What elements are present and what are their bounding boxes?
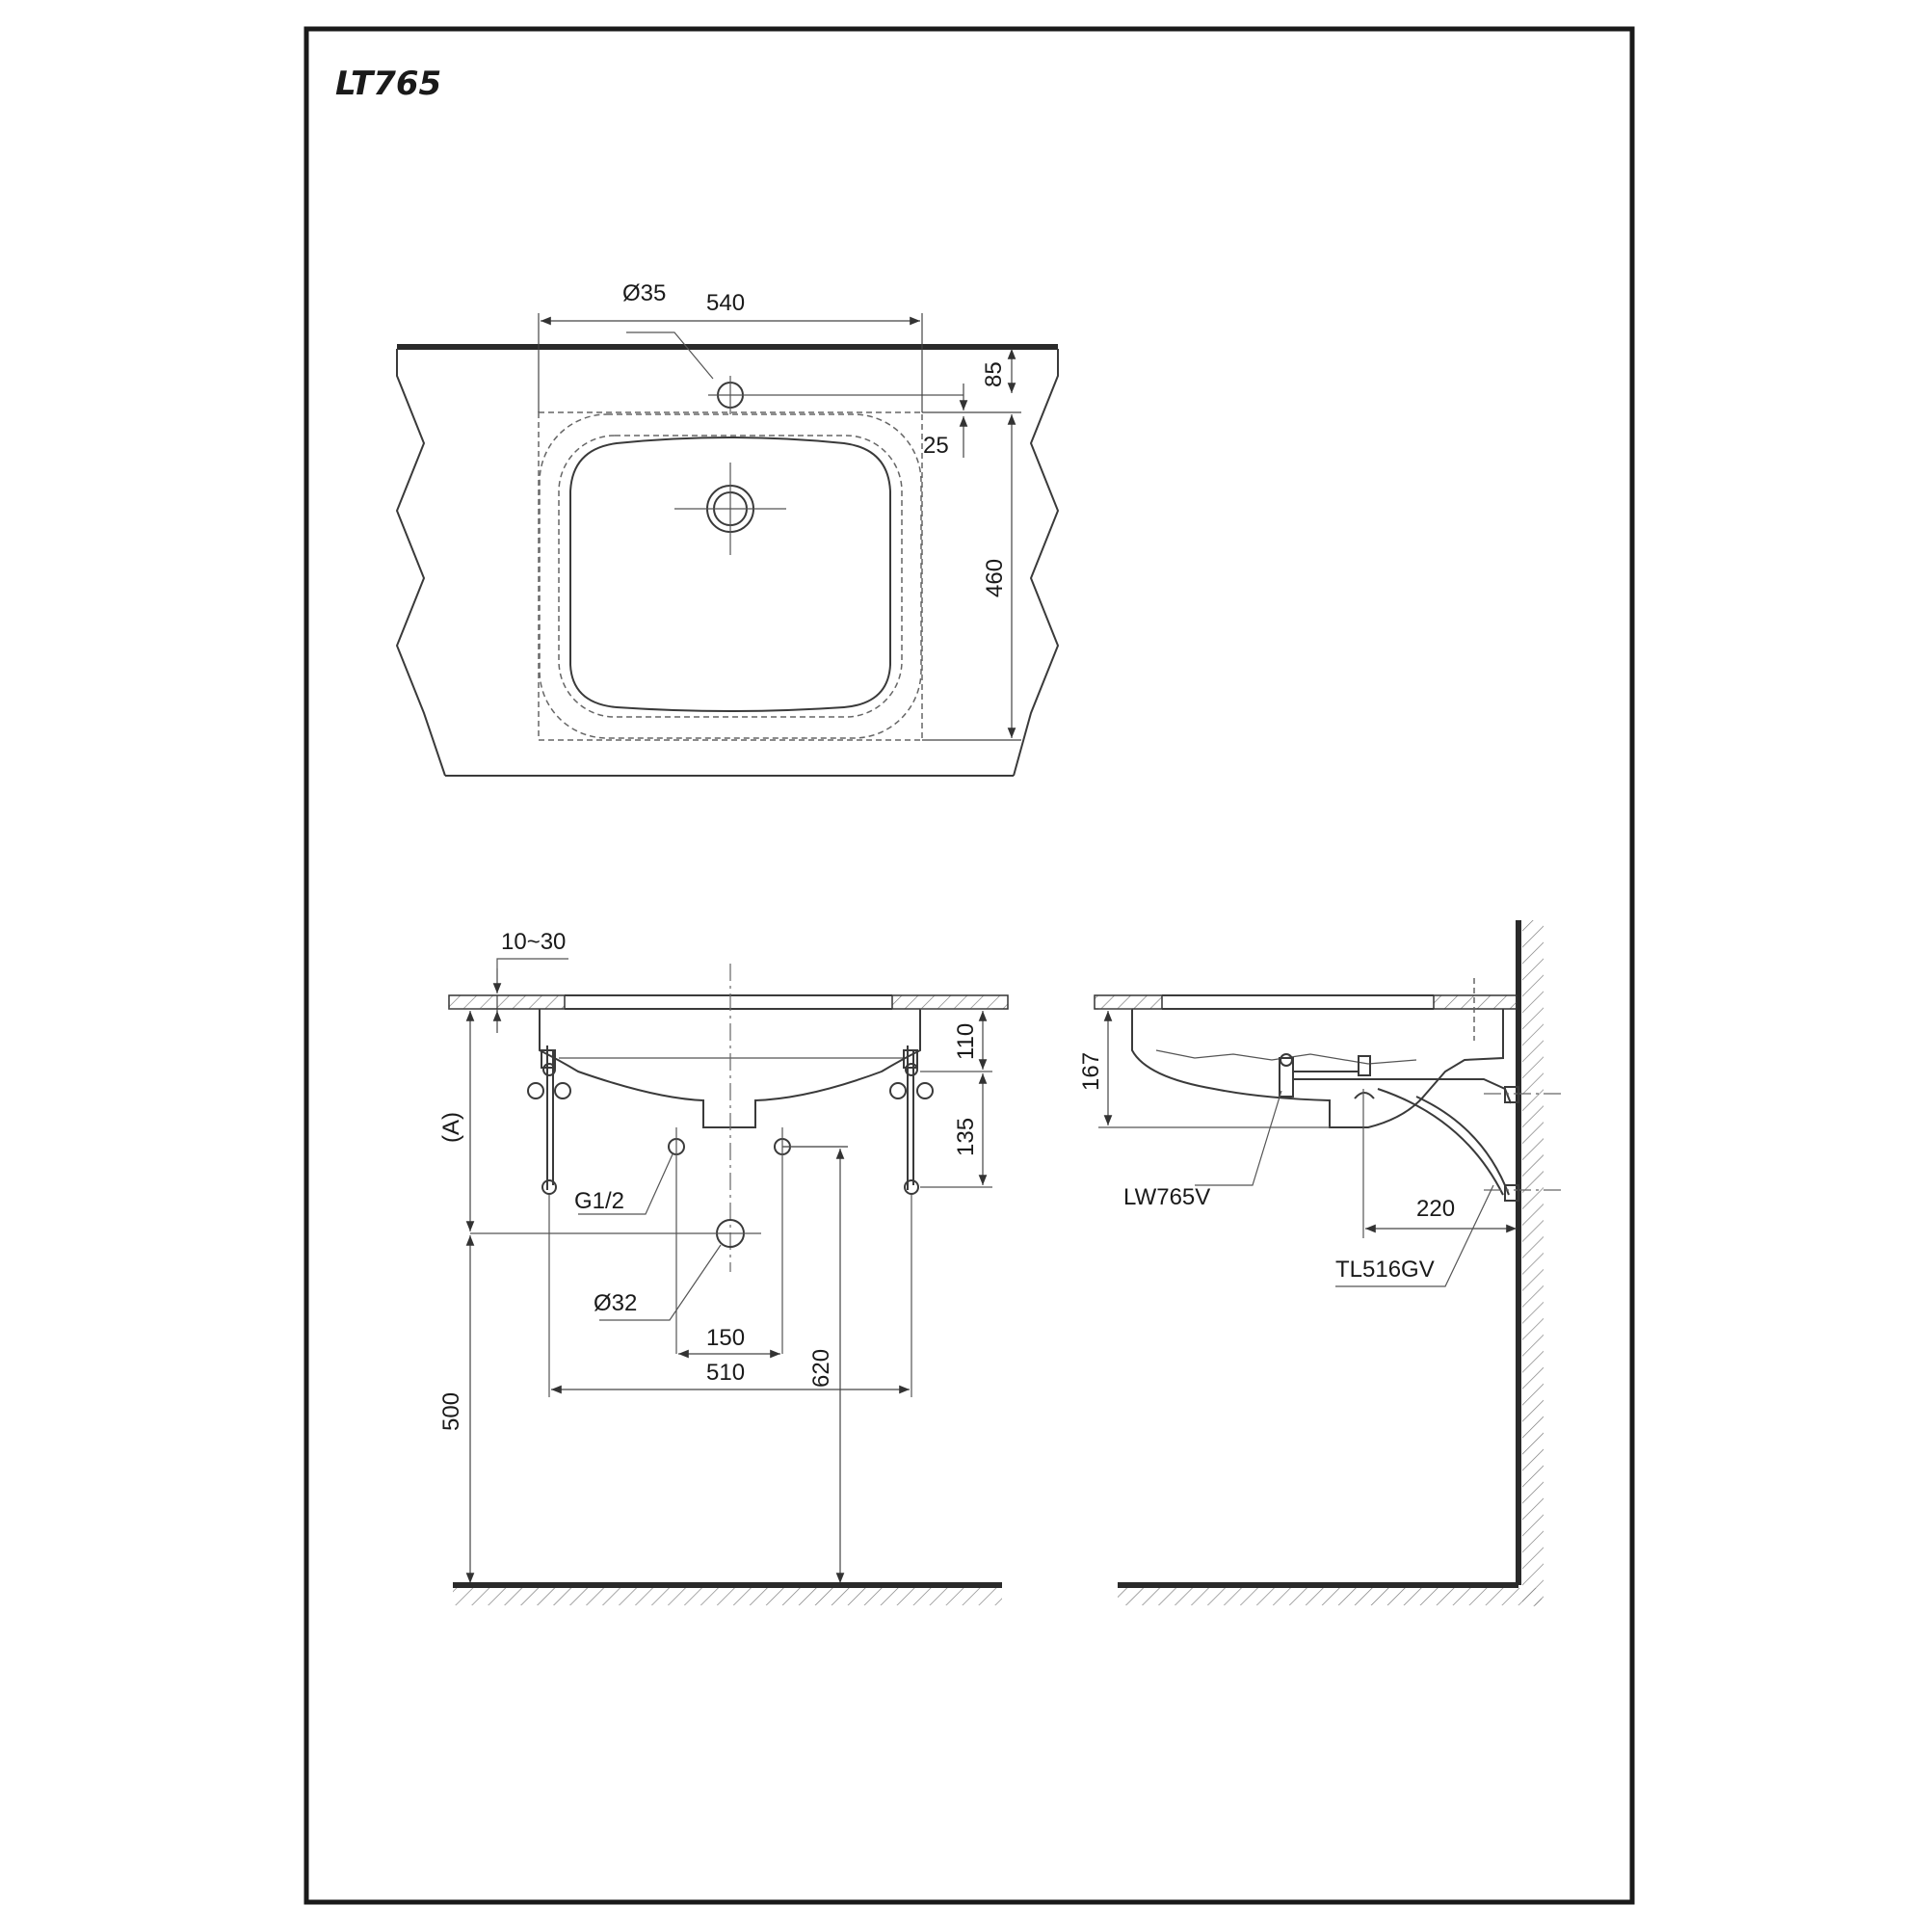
side-basin-body: [1131, 1009, 1504, 1128]
front-view: G1/2 Ø32 150 510 620 10~30 110 135: [438, 929, 1009, 1605]
g12-leader: [578, 1153, 673, 1215]
side-view: 167 LW765V 220 TL516GV: [1078, 920, 1561, 1606]
counter-right-section: [891, 994, 1009, 1010]
label-supply: G1/2: [574, 1188, 624, 1214]
basin-bowl: [569, 437, 891, 712]
cutout-outline: [538, 411, 923, 741]
dim-tap-hole: Ø35: [622, 280, 666, 306]
trap-pipe: [1320, 1078, 1512, 1104]
counter-left-section: [448, 994, 566, 1010]
front-basin-body: [539, 1009, 921, 1128]
right-bracket: [889, 1045, 934, 1195]
sheet-frame: [304, 26, 1635, 1905]
dim-bracket: 135: [953, 1118, 979, 1156]
dim-height: 167: [1078, 1052, 1104, 1091]
counter-break-left: [395, 349, 446, 777]
dim-rim: 25: [923, 433, 949, 459]
label-a: (A): [438, 1112, 464, 1143]
counter-break-right: [1013, 349, 1060, 777]
model-title: LT765: [335, 65, 441, 103]
label-trap: TL516GV: [1335, 1257, 1435, 1283]
label-waste: Ø32: [594, 1290, 637, 1316]
dim-width: 540: [706, 290, 745, 316]
dim-trap-projection: 220: [1416, 1196, 1455, 1222]
side-counter-back: [1433, 994, 1518, 1010]
dim-hole-offset: 85: [981, 361, 1007, 387]
dim-supply-height: 620: [808, 1349, 834, 1388]
dim-bowl-depth: 110: [953, 1023, 979, 1060]
tap-hole-leader: [626, 331, 714, 380]
dim-counter-thickness: 10~30: [501, 929, 566, 955]
side-wall-hatch: [1522, 920, 1544, 1606]
dim-bracket-spacing: 510: [706, 1360, 745, 1386]
dim-depth: 460: [982, 559, 1008, 597]
label-waste-fitting: LW765V: [1123, 1184, 1210, 1210]
lw765v-leader: [1195, 1090, 1282, 1186]
waste-leader: [599, 1244, 722, 1321]
tl516gv-leader: [1335, 1184, 1494, 1287]
side-counter-front: [1094, 994, 1163, 1010]
dim-supply-spacing: 150: [706, 1325, 745, 1351]
basin-rim-outline: [558, 435, 903, 718]
side-floor-hatch: [1118, 1588, 1542, 1605]
dim-1030-leader: [496, 958, 568, 968]
front-floor-hatch: [453, 1588, 1002, 1605]
left-bracket: [527, 1045, 571, 1195]
dim-waste-height: 500: [438, 1392, 464, 1431]
top-view: Ø35 540 85 25 460: [395, 280, 1060, 777]
basin-outer-outline: [539, 413, 922, 739]
waste-fitting-icon: [1279, 1057, 1294, 1098]
